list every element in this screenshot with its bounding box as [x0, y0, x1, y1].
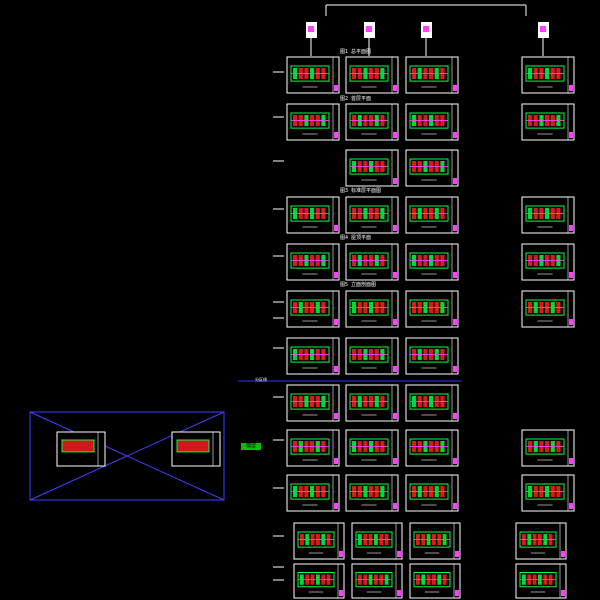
drawing-sheet[interactable]: [345, 337, 399, 375]
drawing-sheet[interactable]: [345, 56, 399, 94]
drawing-sheet[interactable]: [345, 196, 399, 234]
drawing-sheet[interactable]: [521, 290, 575, 328]
drawing-sheet[interactable]: [521, 103, 575, 141]
sheet-grid: [286, 56, 575, 599]
drawing-sheet[interactable]: [286, 103, 340, 141]
drawing-sheet[interactable]: [409, 563, 461, 599]
drawing-sheet[interactable]: [286, 337, 340, 375]
drawing-sheet[interactable]: [405, 149, 459, 187]
drawing-sheet[interactable]: [405, 429, 459, 467]
drawing-sheet[interactable]: [345, 243, 399, 281]
drawing-sheet[interactable]: [515, 522, 567, 560]
drawing-sheet[interactable]: [405, 474, 459, 512]
drawing-sheet[interactable]: [293, 563, 345, 599]
drawing-sheet[interactable]: [286, 384, 340, 422]
model-tag[interactable]: 模型: [241, 443, 261, 450]
drawing-sheet[interactable]: [405, 290, 459, 328]
drawing-sheet[interactable]: [345, 384, 399, 422]
drawing-sheet[interactable]: [345, 290, 399, 328]
drawing-sheet[interactable]: [286, 243, 340, 281]
section-title-2: 图2 首层平面: [340, 96, 372, 102]
drawing-sheet[interactable]: [293, 522, 345, 560]
viewport-sheet[interactable]: [56, 431, 106, 467]
drawing-sheet[interactable]: [286, 474, 340, 512]
drawing-sheet[interactable]: [345, 474, 399, 512]
section-title-5: 图5 立面剖面图: [340, 282, 377, 288]
section-title-4: 图4 屋顶平面: [340, 235, 372, 241]
drawing-sheet[interactable]: [405, 196, 459, 234]
drawing-sheet[interactable]: [286, 196, 340, 234]
drawing-sheet[interactable]: [351, 522, 403, 560]
column-header-icons: [306, 22, 549, 56]
viewport-frame: [29, 411, 225, 501]
document-icon: [538, 22, 549, 56]
divider-label: 分区线: [255, 377, 267, 382]
drawing-sheet[interactable]: [405, 384, 459, 422]
drawing-sheet[interactable]: [286, 429, 340, 467]
drawing-sheet[interactable]: [521, 429, 575, 467]
drawing-sheet[interactable]: [286, 56, 340, 94]
drawing-sheet[interactable]: [521, 474, 575, 512]
drawing-sheet[interactable]: [409, 522, 461, 560]
document-icon: [421, 22, 432, 56]
drawing-sheet[interactable]: [351, 563, 403, 599]
drawing-sheet[interactable]: [345, 103, 399, 141]
drawing-sheet[interactable]: [521, 196, 575, 234]
section-title-1: 图1 总平面图: [340, 49, 372, 55]
viewport-sheet[interactable]: [171, 431, 221, 467]
drawing-sheet[interactable]: [521, 243, 575, 281]
row-leader-ticks: [273, 71, 284, 581]
section-title-3: 图3 标准层平面图: [340, 188, 382, 194]
drawing-sheet[interactable]: [345, 429, 399, 467]
drawing-sheet[interactable]: [405, 103, 459, 141]
document-icon: [306, 22, 317, 56]
document-icon: [364, 22, 375, 56]
drawing-sheet[interactable]: [345, 149, 399, 187]
viewport-sheets: [56, 431, 221, 467]
top-bracket: [325, 4, 527, 16]
drawing-sheet[interactable]: [405, 243, 459, 281]
drawing-sheet[interactable]: [515, 563, 567, 599]
drawing-sheet[interactable]: [286, 290, 340, 328]
drawing-sheet[interactable]: [521, 56, 575, 94]
drawing-sheet[interactable]: [405, 56, 459, 94]
drawing-sheet[interactable]: [405, 337, 459, 375]
